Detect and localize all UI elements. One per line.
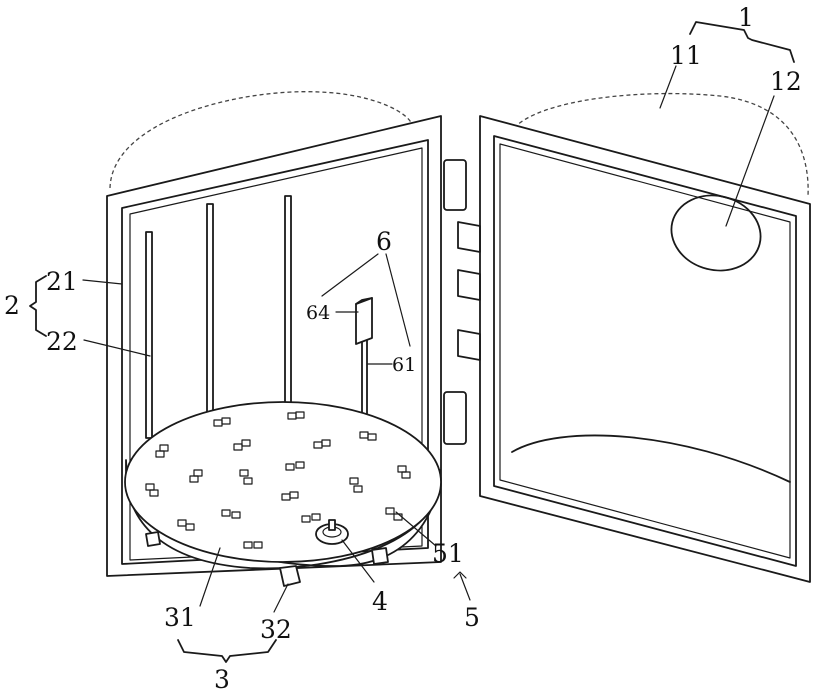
label-4: 4 — [372, 587, 388, 616]
sensor-head-64 — [356, 298, 372, 344]
label-21: 21 — [46, 267, 78, 296]
support-foot-32 — [280, 566, 300, 586]
label-61: 61 — [392, 354, 416, 376]
label-64: 64 — [306, 302, 330, 324]
label-1: 1 — [738, 3, 754, 32]
label-5: 5 — [464, 603, 480, 632]
label-12: 12 — [770, 67, 802, 96]
hinges — [444, 160, 480, 444]
label-3: 3 — [214, 665, 230, 694]
label-51: 51 — [432, 539, 464, 568]
sensor-rod-61 — [362, 334, 367, 420]
label-22: 22 — [46, 327, 78, 356]
label-2: 2 — [4, 291, 20, 320]
label-32: 32 — [260, 615, 292, 644]
right-frame-outer — [480, 116, 810, 582]
right-door — [480, 94, 810, 582]
label-11: 11 — [670, 41, 702, 70]
label-6: 6 — [376, 227, 392, 256]
turntable-disc — [125, 402, 441, 562]
label-31: 31 — [164, 603, 196, 632]
